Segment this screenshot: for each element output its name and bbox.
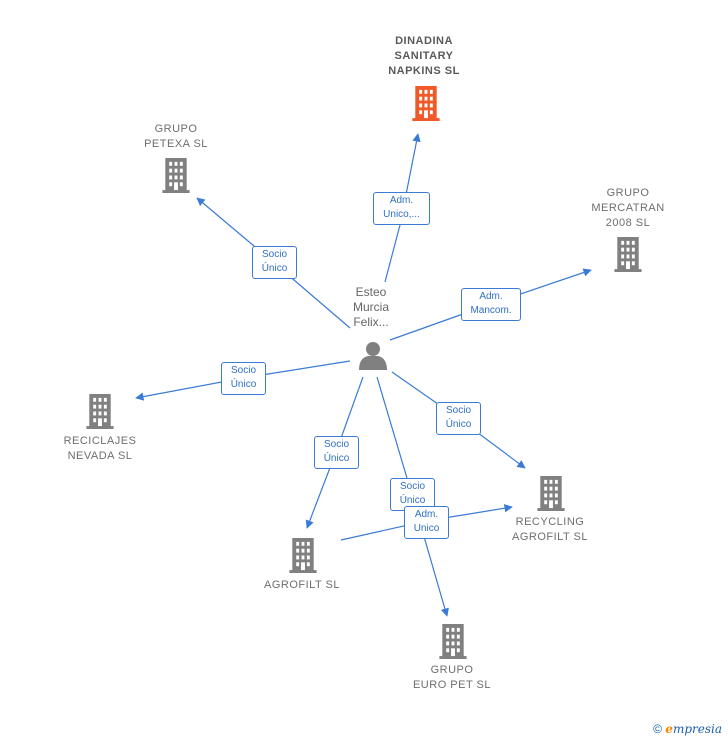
node-label-europet[interactable]: GRUPO EURO PET SL [412,664,492,691]
recycling-building-icon [537,476,565,511]
reciclajes-building-icon [86,394,114,429]
edge-label-petexa: Socio Único [252,246,297,279]
copyright-symbol: © [653,722,662,736]
edge-label-recycling: Socio Único [436,402,481,435]
dinadina-building-icon [412,86,440,121]
person-label[interactable]: Esteo Murcia Felix... [352,285,389,329]
node-label-petexa[interactable]: GRUPO PETEXA SL [144,123,208,150]
edge-label-mercatran: Adm. Mancom. [461,288,521,321]
person-icon [359,342,387,370]
node-label-recycling[interactable]: RECYCLING AGROFILT SL [511,516,588,543]
mercatran-building-icon [614,237,642,272]
edge-label-agrofilt: Socio Único [314,436,359,469]
brand-initial: e [665,722,673,736]
edge-label-reciclajes: Socio Único [221,362,266,395]
edge-line-dinadina [384,133,421,283]
brand-name: mpresia [672,722,722,736]
empresia-watermark[interactable]: © empresia [653,722,722,736]
petexa-building-icon [162,158,190,193]
node-label-agrofilt[interactable]: AGROFILT SL [263,579,340,591]
edge-label-europet: Socio Único [390,478,435,511]
node-label-dinadina[interactable]: DINADINA SANITARY NAPKINS SL [388,35,460,77]
europet-building-icon [439,624,467,659]
edge-label-dinadina: Adm. Unico,... [373,192,430,225]
node-label-mercatran[interactable]: GRUPO MERCATRAN 2008 SL [591,187,665,229]
agrofilt-building-icon [289,538,317,573]
node-label-reciclajes[interactable]: RECICLAJES NEVADA SL [63,435,137,462]
edge-label-agrofilt-recycling: Adm. Unico [404,506,449,539]
